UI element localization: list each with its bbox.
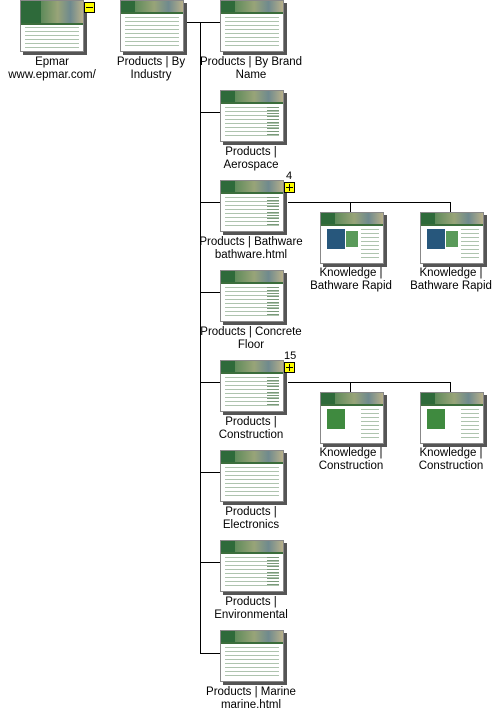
kb-bathware-2-label: Knowledge | Bathware Rapid: [391, 267, 500, 293]
environmental-label: Products | Environmental: [191, 596, 311, 622]
electronics-thumbnail[interactable]: [220, 450, 284, 502]
node-title: Products |: [191, 506, 311, 519]
node-url: marine.html: [191, 699, 311, 712]
node-url: bathware.html: [191, 249, 311, 262]
marine-label: Products | Marine marine.html: [191, 686, 311, 712]
node-title: Products | Concrete: [191, 326, 311, 339]
by-brand-label: Products | By Brand Name: [191, 56, 311, 82]
construction-thumbnail[interactable]: [220, 360, 284, 412]
construction-child-count: 15: [284, 350, 296, 362]
minus-icon[interactable]: [84, 2, 95, 13]
aerospace-thumbnail[interactable]: [220, 90, 284, 142]
kb-construction-1-thumbnail[interactable]: [320, 392, 384, 444]
concrete-floor-thumbnail[interactable]: [220, 270, 284, 322]
branch-aerospace: [200, 112, 220, 113]
branch-bathware: [200, 202, 220, 203]
plus-icon[interactable]: [284, 362, 295, 373]
drop-kb-con1: [350, 382, 351, 392]
bathware-thumbnail[interactable]: [220, 180, 284, 232]
environmental-thumbnail[interactable]: [220, 540, 284, 592]
by-industry-thumbnail[interactable]: [120, 0, 184, 52]
branch-concrete: [200, 292, 220, 293]
node-title: Products | Marine: [191, 686, 311, 699]
drop-kb-bath1: [350, 202, 351, 212]
node-title: Knowledge |: [391, 447, 500, 460]
concrete-floor-label: Products | Concrete Floor: [191, 326, 311, 352]
electronics-label: Products | Electronics: [191, 506, 311, 532]
node-subtitle: Electronics: [191, 519, 311, 532]
kb-construction-2-thumbnail[interactable]: [420, 392, 484, 444]
by-brand-thumbnail[interactable]: [220, 0, 284, 52]
node-title: Products |: [191, 146, 311, 159]
node-title: Products | By Brand: [191, 56, 311, 69]
node-title: Knowledge |: [391, 267, 500, 280]
aerospace-label: Products | Aerospace: [191, 146, 311, 172]
construction-label: Products | Construction: [191, 416, 311, 442]
branch-construction: [200, 382, 220, 383]
epmar-thumbnail[interactable]: [20, 0, 84, 52]
marine-thumbnail[interactable]: [220, 630, 284, 682]
node-subtitle: Construction: [391, 460, 500, 473]
node-title: Products | Bathware: [191, 236, 311, 249]
connector-construction-children: [288, 382, 450, 383]
drop-kb-bath2: [450, 202, 451, 212]
branch-environmental: [200, 562, 220, 563]
node-title: Products |: [191, 596, 311, 609]
connector-bathware-children: [288, 202, 450, 203]
branch-marine: [200, 653, 220, 654]
node-subtitle: Construction: [191, 429, 311, 442]
connector-root-industry: [186, 22, 200, 23]
node-title: Products |: [191, 416, 311, 429]
plus-icon[interactable]: [284, 182, 295, 193]
kb-construction-2-label: Knowledge | Construction: [391, 447, 500, 473]
drop-kb-con2: [450, 382, 451, 392]
node-subtitle: Environmental: [191, 609, 311, 622]
bathware-child-count: 4: [286, 170, 292, 182]
node-subtitle: Name: [191, 69, 311, 82]
kb-bathware-2-thumbnail[interactable]: [420, 212, 484, 264]
bathware-label: Products | Bathware bathware.html: [191, 236, 311, 262]
branch-brand: [200, 22, 220, 23]
kb-bathware-1-thumbnail[interactable]: [320, 212, 384, 264]
branch-electronics: [200, 472, 220, 473]
node-subtitle: Bathware Rapid: [391, 280, 500, 293]
node-subtitle: Aerospace: [191, 159, 311, 172]
